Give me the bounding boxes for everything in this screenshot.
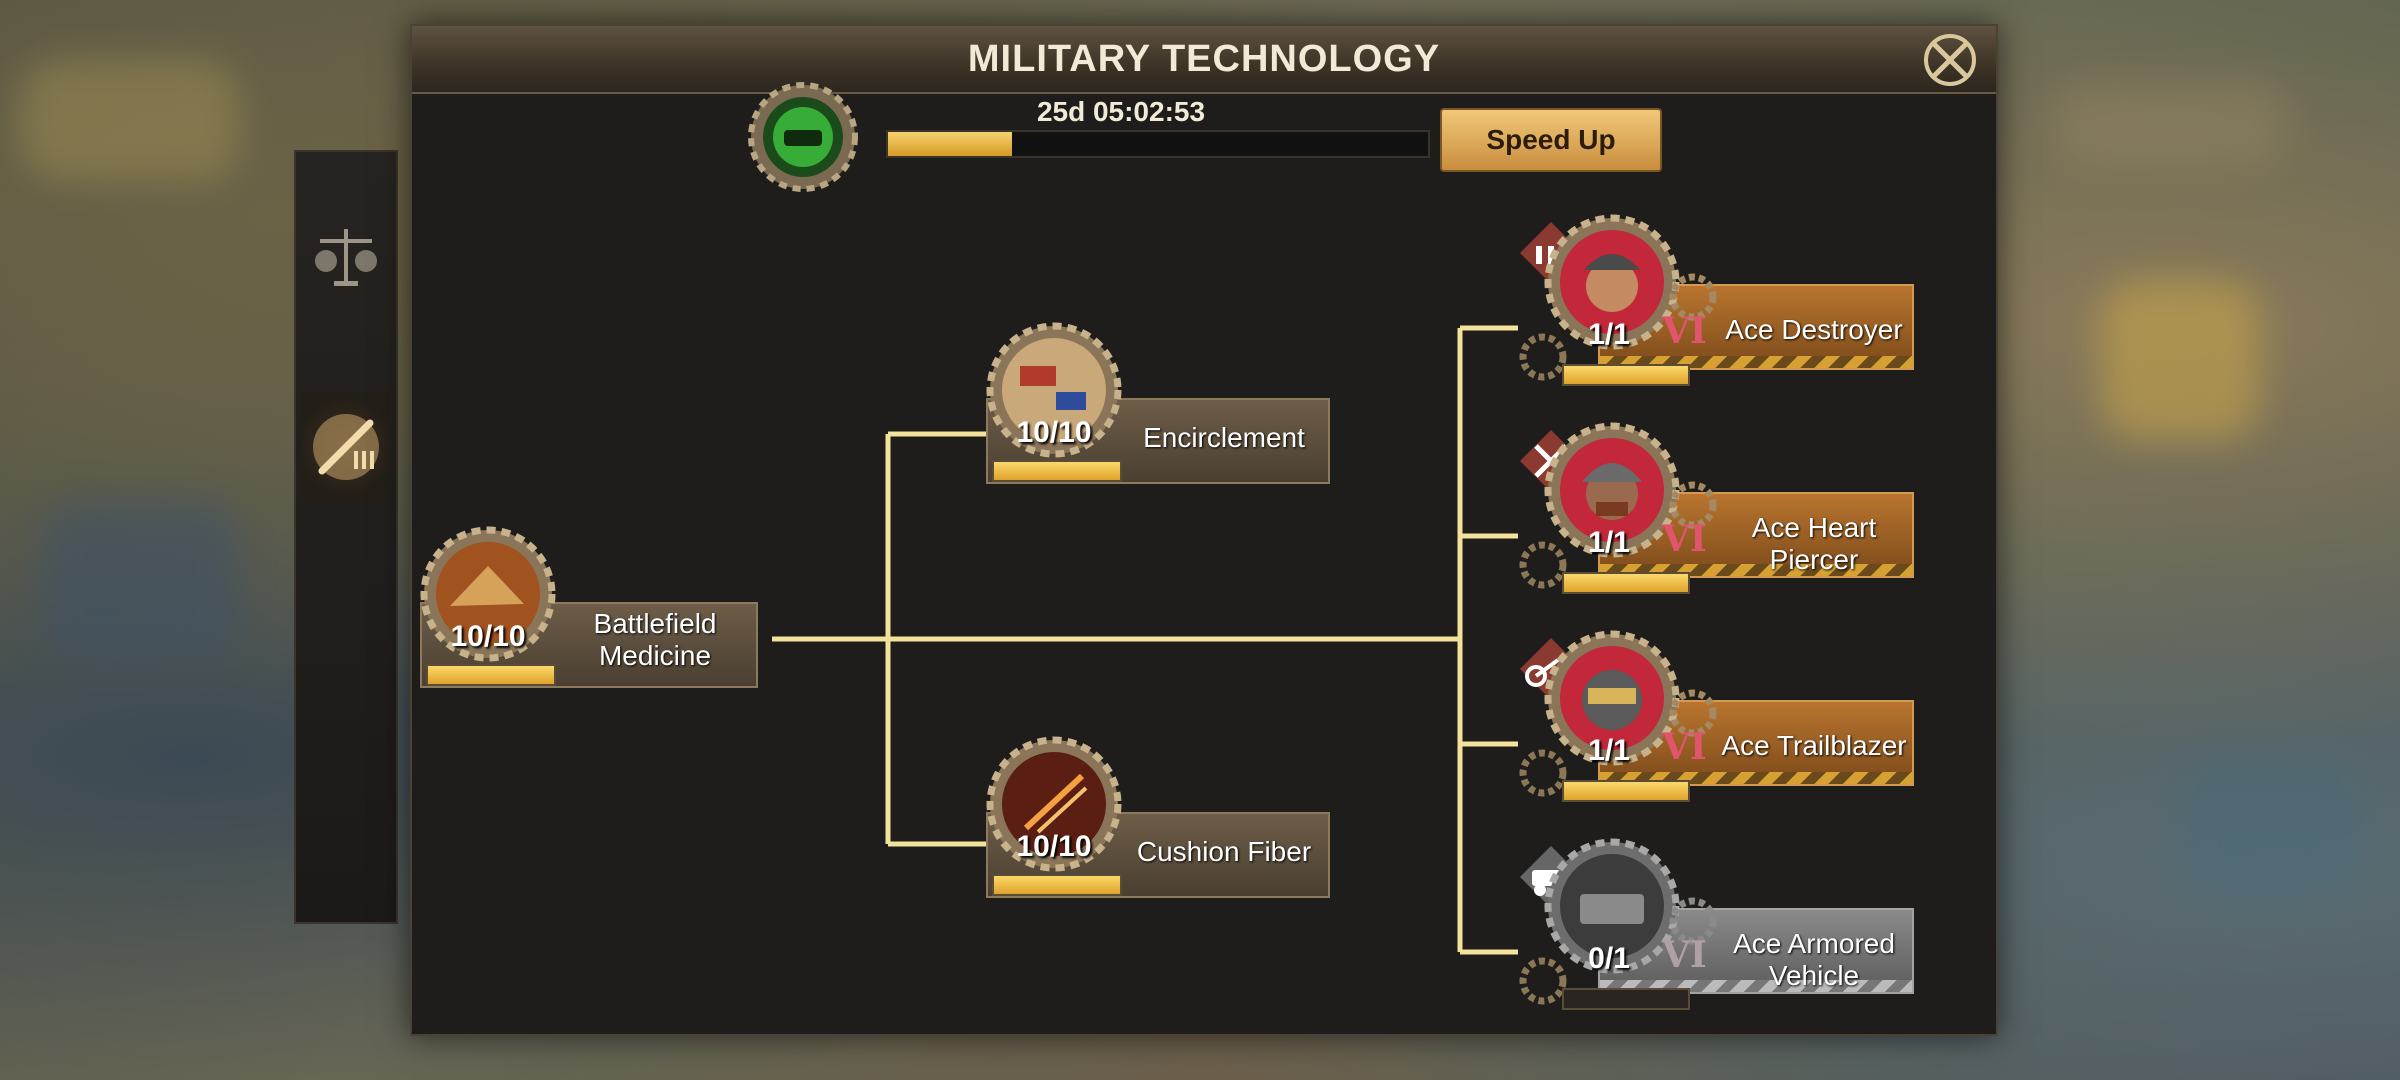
node-level-fill bbox=[1564, 782, 1688, 800]
tech-node-battlefield-medicine[interactable]: 10/10 Battlefield Medicine bbox=[420, 526, 780, 716]
cushion-fiber-icon bbox=[986, 736, 1122, 872]
ace-trailblazer-portrait-icon bbox=[1544, 630, 1680, 766]
title-bar: MILITARY TECHNOLOGY bbox=[412, 26, 1996, 94]
ace-heart-piercer-portrait-icon bbox=[1544, 422, 1680, 558]
tier-badge: VI bbox=[1662, 934, 1707, 976]
node-level-bar bbox=[1562, 780, 1690, 802]
tier-badge: VI bbox=[1662, 726, 1707, 768]
tab-economy[interactable] bbox=[302, 202, 390, 312]
background-blob bbox=[2100, 280, 2260, 440]
node-level-bar bbox=[426, 664, 556, 686]
gear-icon bbox=[1519, 541, 1567, 589]
node-label-line: Battlefield bbox=[593, 608, 717, 639]
node-level: 10/10 bbox=[1016, 416, 1092, 449]
category-side-rail bbox=[294, 150, 398, 924]
background-blob bbox=[40, 500, 240, 660]
node-label-line: Vehicle bbox=[1768, 960, 1860, 991]
node-label-line: Medicine bbox=[598, 640, 712, 671]
tier-badge: VI bbox=[1662, 310, 1707, 352]
node-label: Encirclement bbox=[1143, 422, 1305, 453]
military-technology-panel: MILITARY TECHNOLOGY 25d 05:02:53 Speed U… bbox=[410, 24, 1998, 1036]
battlefield-medicine-icon bbox=[420, 526, 556, 662]
node-level: 1/1 bbox=[1588, 318, 1630, 351]
node-level: 1/1 bbox=[1588, 734, 1630, 767]
background-blob bbox=[2180, 760, 2360, 900]
node-level-fill bbox=[428, 666, 554, 684]
node-label: Ace Trailblazer bbox=[1721, 730, 1907, 761]
research-progress-bar bbox=[886, 130, 1430, 158]
gear-icon bbox=[1669, 897, 1717, 945]
background-blob bbox=[2050, 80, 2290, 170]
gear-icon bbox=[1519, 333, 1567, 381]
balance-scale-icon bbox=[315, 229, 377, 286]
node-level-fill bbox=[1564, 574, 1688, 592]
tier-badge: VI bbox=[1662, 518, 1707, 560]
tech-node-ace-destroyer[interactable]: 1/1 VI Ace Destroyer bbox=[1518, 200, 1938, 390]
speed-up-button[interactable]: Speed Up bbox=[1440, 108, 1662, 172]
node-level-bar bbox=[992, 460, 1122, 482]
background-blob bbox=[20, 60, 240, 180]
node-level-bar bbox=[992, 874, 1122, 896]
ace-destroyer-portrait-icon bbox=[1544, 214, 1680, 350]
tech-node-ace-heart-piercer[interactable]: 1/1 VI Ace Heart Piercer bbox=[1518, 408, 1938, 598]
node-label: Battlefield Medicine bbox=[560, 608, 750, 672]
research-timer: 25d 05:02:53 bbox=[1036, 96, 1206, 127]
tech-node-ace-trailblazer[interactable]: 1/1 VI Ace Trailblazer bbox=[1518, 616, 1938, 806]
node-label-line: Ace Armored bbox=[1733, 928, 1895, 959]
node-label: Ace Armored Vehicle bbox=[1714, 928, 1914, 992]
gear-icon bbox=[1669, 481, 1717, 529]
node-label: Cushion Fiber bbox=[1136, 836, 1312, 867]
node-level: 0/1 bbox=[1588, 942, 1630, 975]
node-level-bar bbox=[1562, 572, 1690, 594]
gear-icon bbox=[1669, 273, 1717, 321]
encirclement-icon bbox=[986, 322, 1122, 458]
node-label: Ace Destroyer bbox=[1725, 314, 1903, 345]
gear-icon bbox=[1669, 689, 1717, 737]
ace-armored-vehicle-portrait-icon bbox=[1544, 838, 1680, 974]
research-progress-fill bbox=[888, 132, 1013, 156]
tech-node-encirclement[interactable]: 10/10 Encirclement bbox=[986, 322, 1346, 512]
node-level-bar bbox=[1562, 364, 1690, 386]
tech-node-cushion-fiber[interactable]: 10/10 Cushion Fiber bbox=[986, 736, 1346, 926]
gear-icon bbox=[1519, 749, 1567, 797]
node-level: 10/10 bbox=[450, 620, 526, 653]
node-level-fill bbox=[1564, 366, 1688, 384]
node-label-line: Piercer bbox=[1769, 544, 1859, 575]
tech-node-ace-armored-vehicle[interactable]: 0/1 VI Ace Armored Vehicle bbox=[1518, 824, 1938, 1014]
node-label: Ace Heart Piercer bbox=[1714, 512, 1914, 576]
node-level: 1/1 bbox=[1588, 526, 1630, 559]
node-label-line: Ace Heart bbox=[1751, 512, 1877, 543]
tab-military[interactable] bbox=[302, 392, 390, 502]
current-research-icon[interactable] bbox=[748, 82, 858, 192]
gear-icon bbox=[1519, 957, 1567, 1005]
page-title: MILITARY TECHNOLOGY bbox=[967, 37, 1441, 80]
close-icon[interactable] bbox=[1922, 32, 1978, 88]
node-level-fill bbox=[994, 876, 1120, 894]
node-level: 10/10 bbox=[1016, 830, 1092, 863]
rifle-icon bbox=[313, 414, 379, 480]
node-level-fill bbox=[994, 462, 1120, 480]
tech-tree-connections bbox=[772, 325, 1518, 955]
node-level-bar bbox=[1562, 988, 1690, 1010]
